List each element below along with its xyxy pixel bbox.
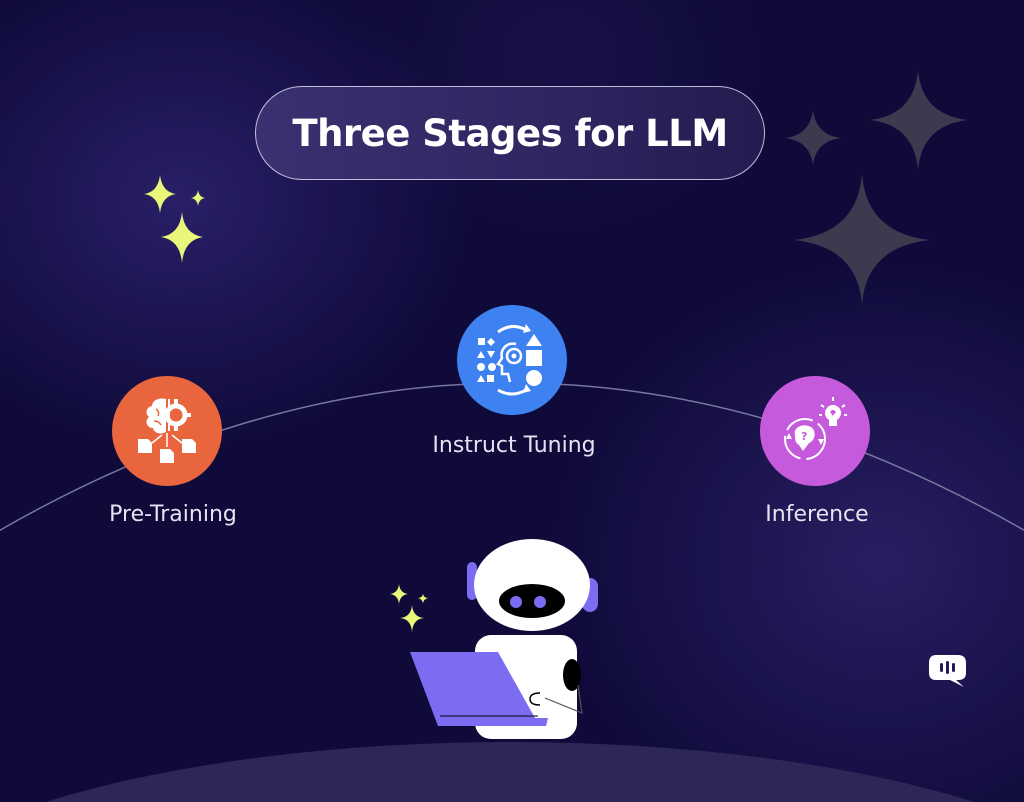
page-title: Three Stages for LLM <box>292 111 728 155</box>
stage-instruct-tuning-circle[interactable] <box>457 305 567 415</box>
stage-inference-label: Inference <box>765 502 869 527</box>
stage-instruct-tuning-label: Instruct Tuning <box>432 433 596 458</box>
stage-pre-training-circle[interactable] <box>112 376 222 486</box>
chat-bubble-logo-icon <box>929 655 966 687</box>
brain-gear-documents-icon <box>138 398 196 463</box>
sparkles-yellow-icon <box>144 175 205 263</box>
robot-illustration <box>410 539 598 739</box>
sparkles-robot-icon <box>390 584 428 632</box>
brain-question-lightbulb-icon: ? <box>784 397 847 460</box>
head-shapes-cycle-icon <box>477 324 542 396</box>
stage-pre-training-label: Pre-Training <box>109 502 237 527</box>
svg-text:?: ? <box>801 430 807 443</box>
sparkles-gray-icon <box>785 70 968 305</box>
stage-inference-circle[interactable]: ? <box>760 376 870 486</box>
title-pill: Three Stages for LLM <box>255 86 765 180</box>
